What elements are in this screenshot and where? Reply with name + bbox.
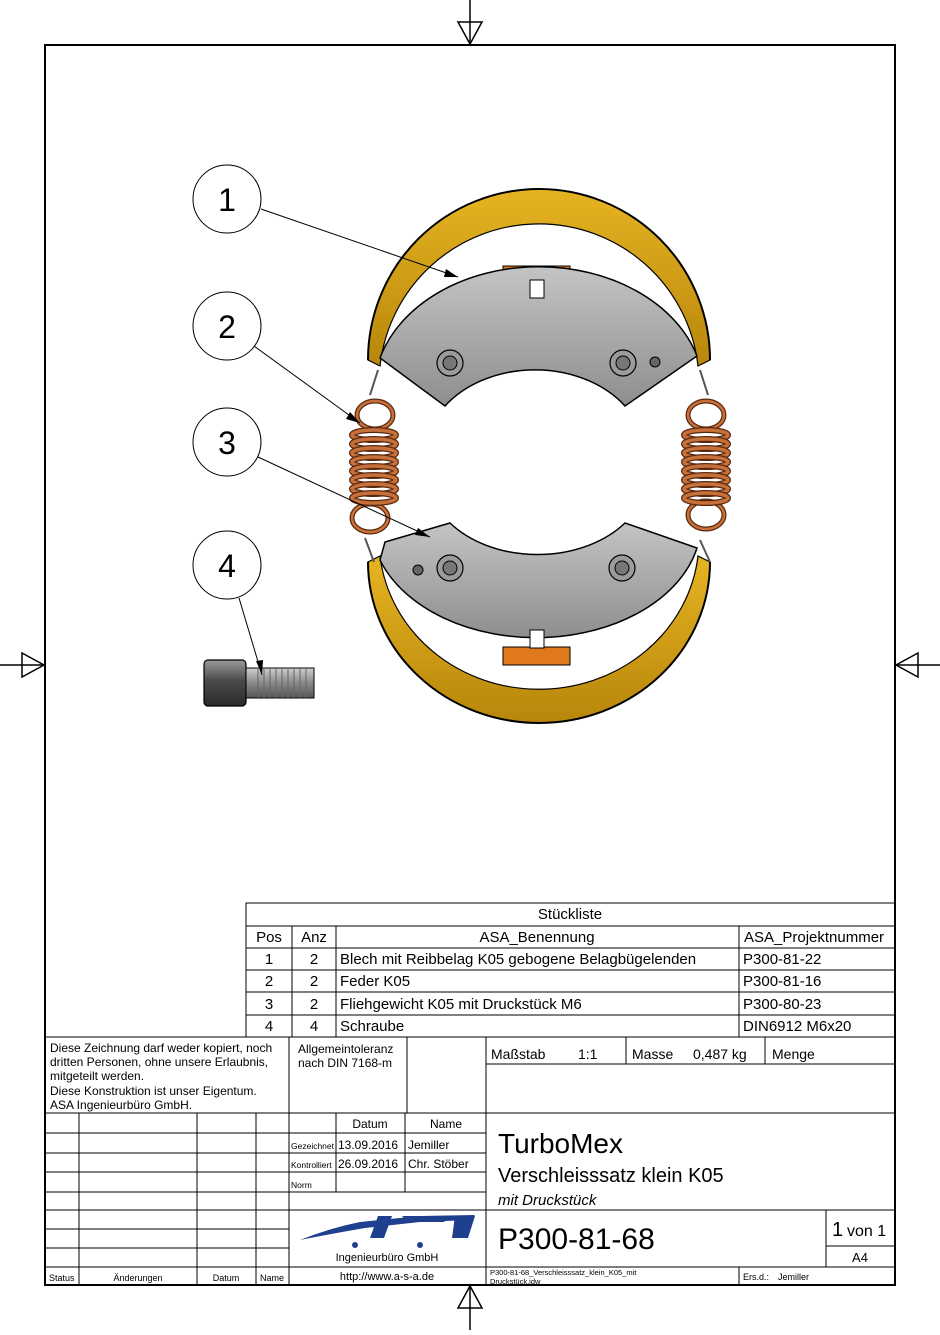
mass-value: 0,487 kg	[693, 1046, 747, 1062]
drawn-date: 13.09.2016	[338, 1138, 398, 1152]
quantity-label: Menge	[772, 1046, 815, 1062]
clutch-assembly	[352, 188, 728, 724]
cap-screw	[203, 659, 315, 707]
header-benennung: ASA_Benennung	[479, 929, 594, 946]
checked-date: 26.09.2016	[338, 1157, 398, 1171]
header-pos: Pos	[256, 929, 282, 946]
callout-3: 3	[192, 407, 431, 538]
tolerance-line-2: nach DIN 7168-m	[298, 1056, 392, 1070]
name-header: Name	[430, 1117, 462, 1131]
drawing-name: Verschleisssatz klein K05	[498, 1165, 724, 1187]
flyweight-plate-bottom	[379, 522, 698, 639]
notice-line-1: Diese Zeichnung darf weder kopiert, noch	[50, 1041, 272, 1055]
title-block: Diese Zeichnung darf weder kopiert, noch…	[44, 1036, 896, 1286]
row-2-number: P300-81-16	[743, 973, 821, 990]
row-4-name: Schraube	[340, 1018, 404, 1035]
file-name-1: P300-81-68_Verschleisssatz_klein_K05_mit	[490, 1268, 637, 1277]
company-tagline: Ingenieurbüro GmbH	[336, 1252, 439, 1264]
notice-line-5: ASA Ingenieurbüro GmbH.	[50, 1098, 192, 1112]
company-url: http://www.a-s-a.de	[340, 1271, 434, 1283]
row-2-pos: 2	[265, 973, 273, 990]
row-2-name: Feder K05	[340, 973, 410, 990]
callout-2-label: 2	[218, 309, 236, 345]
row-2-anz: 2	[310, 973, 318, 990]
centering-mark-right	[894, 651, 940, 679]
file-name-2: Druckstück.idw	[490, 1277, 541, 1286]
replaced-by-value: Jemiller	[778, 1272, 809, 1282]
drawn-name: Jemiller	[408, 1138, 449, 1152]
callout-4: 4	[192, 530, 263, 676]
checked-name: Chr. Stöber	[408, 1157, 469, 1171]
parts-list-title: Stückliste	[538, 906, 602, 923]
notice-line-4: Diese Konstruktion ist unser Eigentum.	[50, 1084, 257, 1098]
mass-label: Masse	[632, 1046, 673, 1062]
drawing-subtitle: mit Druckstück	[498, 1192, 598, 1209]
notice-line-3: mitgeteilt werden.	[50, 1069, 144, 1083]
rev-header-name: Name	[260, 1273, 284, 1283]
rev-header-status: Status	[49, 1273, 75, 1283]
centering-mark-bottom	[456, 1284, 484, 1330]
row-1-anz: 2	[310, 951, 318, 968]
row-4-number: DIN6912 M6x20	[743, 1018, 851, 1035]
scale-label: Maßstab	[491, 1046, 546, 1062]
scale-value: 1:1	[578, 1046, 598, 1062]
row-3-anz: 2	[310, 996, 318, 1013]
spring-right	[684, 369, 728, 563]
checked-label: Kontrolliert	[291, 1160, 332, 1170]
notice-line-2: dritten Personen, ohne unsere Erlaubnis,	[50, 1055, 268, 1069]
row-1-name: Blech mit Reibbelag K05 gebogene Belagbü…	[340, 951, 696, 968]
callout-2: 2	[192, 291, 361, 424]
norm-label: Norm	[291, 1180, 312, 1190]
replaced-by-label: Ers.d.:	[743, 1272, 769, 1282]
row-3-pos: 3	[265, 996, 273, 1013]
callout-1: 1	[192, 164, 459, 278]
row-3-number: P300-80-23	[743, 996, 821, 1013]
row-3-name: Fliehgewicht K05 mit Druckstück M6	[340, 996, 582, 1013]
asa-logo	[300, 1215, 475, 1248]
row-1-pos: 1	[265, 951, 273, 968]
spring-left	[352, 369, 396, 563]
header-anz: Anz	[301, 929, 327, 946]
datum-header: Datum	[352, 1117, 387, 1131]
callout-1-label: 1	[218, 182, 236, 218]
header-projektnummer: ASA_Projektnummer	[744, 929, 884, 946]
rev-header-date: Datum	[213, 1273, 240, 1283]
centering-mark-left	[0, 651, 46, 679]
sheet-number: 1	[832, 1219, 843, 1241]
row-1-number: P300-81-22	[743, 951, 821, 968]
sheet-of: von 1	[847, 1223, 886, 1240]
callout-3-label: 3	[218, 425, 236, 461]
row-4-pos: 4	[265, 1018, 273, 1035]
sheet-format: A4	[852, 1250, 868, 1265]
parts-list: Stückliste Pos Anz ASA_Benennung ASA_Pro…	[245, 902, 896, 1038]
project-title: TurboMex	[498, 1128, 623, 1159]
callout-4-label: 4	[218, 548, 236, 584]
drawn-label: Gezeichnet	[291, 1141, 335, 1151]
rev-header-changes: Änderungen	[113, 1273, 162, 1283]
tolerance-line-1: Allgemeintoleranz	[298, 1042, 393, 1056]
row-4-anz: 4	[310, 1018, 318, 1035]
centering-mark-top	[456, 0, 484, 46]
drawing-number: P300-81-68	[498, 1223, 655, 1256]
